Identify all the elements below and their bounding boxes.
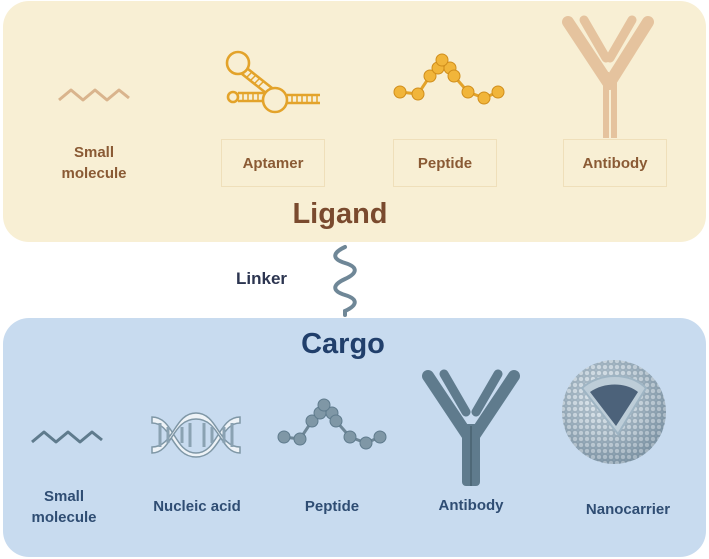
ligand-aptamer-label: Aptamer xyxy=(221,139,325,187)
cargo-antibody-label: Antibody xyxy=(438,497,504,514)
ligand-peptide-icon xyxy=(393,53,505,105)
ligand-title: Ligand xyxy=(292,198,388,230)
ligand-panel xyxy=(3,1,706,242)
cargo-antibody-icon xyxy=(422,369,520,486)
ligand-peptide-label: Peptide xyxy=(393,139,497,187)
small-molecule-icon xyxy=(58,88,130,102)
cargo-peptide-icon xyxy=(277,398,387,450)
ligand-antibody-icon xyxy=(562,15,654,138)
nanocarrier-icon xyxy=(562,360,666,464)
ligand-small-molecule-label: Small molecule xyxy=(61,144,127,182)
linker-coil-icon xyxy=(333,245,357,317)
cargo-small-molecule-icon xyxy=(31,430,103,444)
cargo-nucleic-acid-label: Nucleic acid xyxy=(153,498,241,515)
linker-label: Linker xyxy=(236,269,288,288)
nucleic-acid-icon xyxy=(151,412,241,458)
cargo-peptide-label: Peptide xyxy=(304,498,360,515)
aptamer-icon xyxy=(225,50,320,114)
cargo-nanocarrier-label: Nanocarrier xyxy=(585,501,671,518)
cargo-title: Cargo xyxy=(301,328,385,360)
cargo-small-molecule-label: Small molecule xyxy=(31,488,97,526)
ligand-antibody-label: Antibody xyxy=(563,139,667,187)
